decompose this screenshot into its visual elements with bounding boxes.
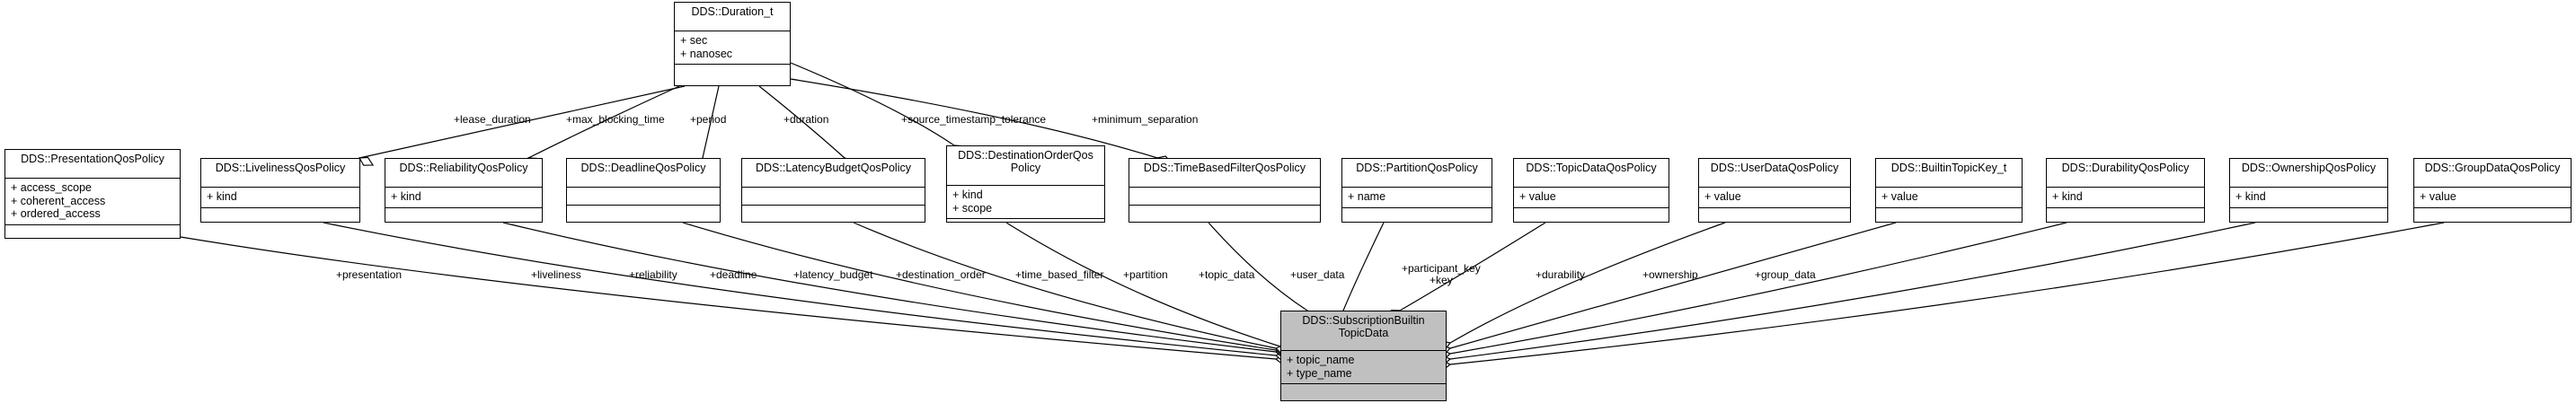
class-node-operations [1129,206,1320,223]
class-node-attributes: + kind [2230,188,2387,208]
class-node-attributes: + value [1699,188,1850,208]
class-node-attributes: + kind + scope [947,186,1104,219]
class-node-attributes: + value [2414,188,2571,208]
class-node-durability[interactable]: DDS::DurabilityQosPolicy+ kind [2046,158,2205,223]
class-node-title: DDS::Duration_t [675,3,790,31]
class-node-operations [1514,208,1669,225]
edge-label-minimum_separation: +minimum_separation [1092,113,1199,126]
class-node-attributes: + kind [385,188,542,208]
class-node-title: DDS::LatencyBudgetQosPolicy [742,159,925,188]
class-node-title: DDS::OwnershipQosPolicy [2230,159,2387,188]
class-node-user_data[interactable]: DDS::UserDataQosPolicy+ value [1698,158,1851,223]
association-edge [1342,222,1385,311]
class-node-title: DDS::PartitionQosPolicy [1342,159,1492,188]
association-edge [502,222,1277,353]
class-node-attributes: + kind [2047,188,2204,208]
class-node-ownership[interactable]: DDS::OwnershipQosPolicy+ kind [2229,158,2388,223]
association-edge [853,222,1277,349]
association-edge [1449,222,2067,355]
class-node-attributes: + value [1876,188,2022,208]
class-node-title: DDS::GroupDataQosPolicy [2414,159,2571,188]
association-edge [180,236,1277,360]
class-node-group_data[interactable]: DDS::GroupDataQosPolicy+ value [2413,158,2572,223]
edge-label-topic_data: +topic_data [1199,268,1255,281]
class-node-attributes: + topic_name + type_name [1281,351,1446,384]
edge-label-presentation: +presentation [336,268,403,281]
class-node-attributes [1129,188,1320,206]
class-node-operations [675,65,790,82]
association-edge [1449,222,1726,344]
class-node-attributes: + access_scope + coherent_access + order… [5,179,180,225]
class-node-operations [947,219,1104,236]
association-edge [1449,222,2256,360]
edge-label-period: +period [690,113,727,126]
class-node-title: DDS::DestinationOrderQos Policy [947,146,1104,186]
association-edge [1208,222,1308,311]
association-edge [1449,222,1897,349]
class-node-attributes: + kind [201,188,359,208]
class-node-latency_budget[interactable]: DDS::LatencyBudgetQosPolicy [741,158,925,223]
association-edge [1449,222,2445,365]
edge-label-durability: +durability [1536,268,1586,281]
class-node-title: DDS::DurabilityQosPolicy [2047,159,2204,188]
class-node-operations [5,225,180,242]
class-node-attributes: + value [1514,188,1669,208]
class-node-title: DDS::UserDataQosPolicy [1699,159,1850,188]
association-edge [682,222,1277,351]
class-node-attributes: + sec + nanosec [675,31,790,65]
class-node-operations [2047,208,2204,225]
edge-label-partition: +partition [1123,268,1168,281]
class-node-operations [2414,208,2571,225]
class-node-title: DDS::TopicDataQosPolicy [1514,159,1669,188]
class-node-operations [1281,384,1446,401]
class-node-operations [385,208,542,225]
association-edge [323,222,1277,356]
class-node-presentation[interactable]: DDS::PresentationQosPolicy+ access_scope… [4,149,181,239]
class-node-builtin_topic_key[interactable]: DDS::BuiltinTopicKey_t+ value [1875,158,2023,223]
class-node-operations [1699,208,1850,225]
class-node-title: DDS::SubscriptionBuiltin TopicData [1281,311,1446,351]
class-node-operations [2230,208,2387,225]
class-node-operations [742,206,925,223]
class-node-partition[interactable]: DDS::PartitionQosPolicy+ name [1341,158,1492,223]
edge-label-latency_budget: +latency_budget [793,268,873,281]
association-edge [1005,222,1281,347]
edge-label-ownership: +ownership [1642,268,1698,281]
class-node-title: DDS::PresentationQosPolicy [5,150,180,179]
class-node-title: DDS::ReliabilityQosPolicy [385,159,542,188]
edge-label-duration: +duration [783,113,829,126]
edge-label-deadline: +deadline [710,268,757,281]
class-node-subscription[interactable]: DDS::SubscriptionBuiltin TopicData+ topi… [1280,311,1447,401]
class-node-operations [567,206,720,223]
class-node-operations [1342,208,1492,225]
class-node-duration[interactable]: DDS::Duration_t+ sec + nanosec [674,2,791,86]
class-node-attributes [567,188,720,206]
edge-label-liveliness: +liveliness [531,268,581,281]
class-node-operations [1876,208,2022,225]
edge-label-lease_duration: +lease_duration [454,113,531,126]
class-node-title: DDS::DeadlineQosPolicy [567,159,720,188]
class-node-deadline[interactable]: DDS::DeadlineQosPolicy [566,158,721,223]
class-node-title: DDS::BuiltinTopicKey_t [1876,159,2022,188]
edge-label-reliability: +reliability [629,268,677,281]
association-edge [790,62,955,146]
class-node-destination_order[interactable]: DDS::DestinationOrderQos Policy+ kind + … [946,145,1105,223]
class-node-time_based_filter[interactable]: DDS::TimeBasedFilterQosPolicy [1129,158,1321,223]
edge-label-participant_key: +participant_key +key [1402,262,1481,286]
class-node-operations [201,208,359,225]
class-node-title: DDS::TimeBasedFilterQosPolicy [1129,159,1320,188]
class-node-title: DDS::LivelinessQosPolicy [201,159,359,188]
class-node-attributes: + name [1342,188,1492,208]
edge-label-time_based_filter: +time_based_filter [1015,268,1104,281]
edge-label-source_timestamp_tolerance: +source_timestamp_tolerance [901,113,1047,126]
edge-label-max_blocking_time: +max_blocking_time [566,113,665,126]
edge-label-destination_order: +destination_order [896,268,986,281]
class-node-topic_data[interactable]: DDS::TopicDataQosPolicy+ value [1513,158,1669,223]
edge-label-user_data: +user_data [1290,268,1345,281]
class-node-attributes [742,188,925,206]
class-node-liveliness[interactable]: DDS::LivelinessQosPolicy+ kind [200,158,360,223]
class-node-reliability[interactable]: DDS::ReliabilityQosPolicy+ kind [385,158,543,223]
edge-label-group_data: +group_data [1755,268,1816,281]
